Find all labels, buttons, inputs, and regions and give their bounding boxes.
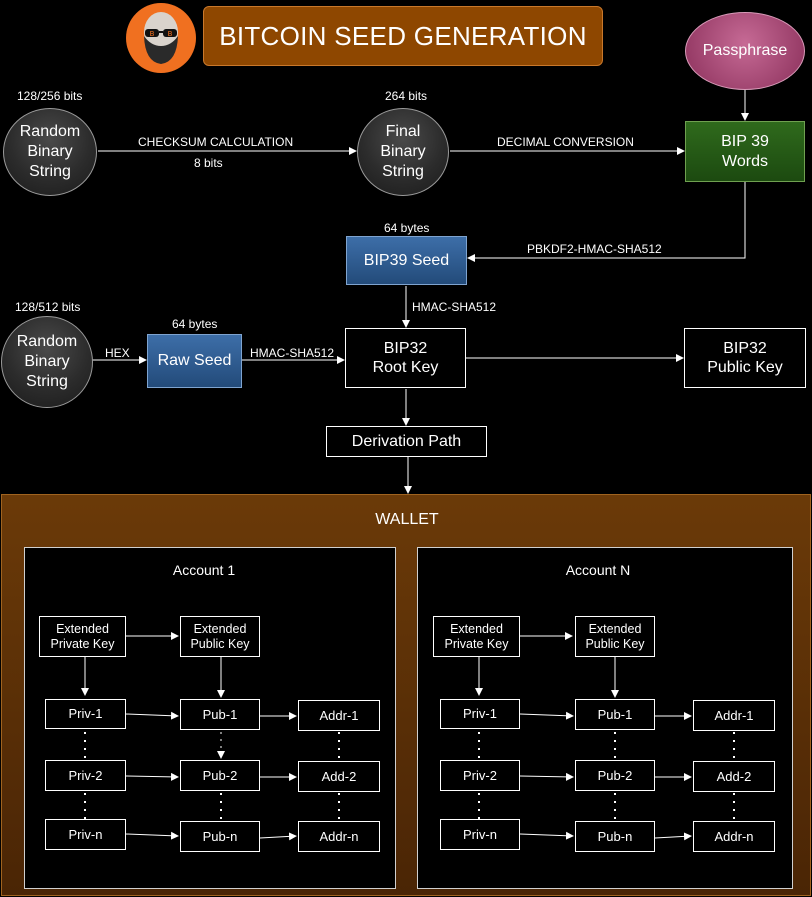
final-binary-string-label: Final Binary String [380, 123, 426, 180]
account-1-priv-n: Priv-n [45, 819, 126, 850]
bip39-seed-bytes: 64 bytes [384, 221, 430, 235]
account-panel-n: Account N Extended Private Key Extended … [417, 547, 793, 889]
pbkdf2-label: PBKDF2-HMAC-SHA512 [527, 242, 662, 256]
account-n-priv-n: Priv-n [440, 819, 520, 850]
passphrase-label: Passphrase [702, 42, 788, 59]
account-1-addr-2: Add-2 [298, 761, 380, 792]
account-1-pub-n: Pub-n [180, 821, 260, 852]
passphrase-node: Passphrase [685, 12, 805, 90]
account-1-title: Account 1 [172, 562, 236, 578]
account-1-priv-1: Priv-1 [45, 699, 126, 729]
decimal-conversion-label: DECIMAL CONVERSION [497, 135, 634, 149]
derivation-path-label: Derivation Path [351, 432, 462, 450]
arrow-pbkdf2 [467, 182, 746, 262]
raw-seed-label: Raw Seed [157, 352, 232, 370]
account-n-extended-public-key: Extended Public Key [575, 616, 655, 657]
random-binary-string-1-label: Random Binary String [19, 123, 81, 180]
random-binary-string-2-label: Random Binary String [16, 333, 78, 390]
account-1-addr-n: Addr-n [298, 821, 380, 852]
account-n-title: Account N [565, 562, 631, 578]
final-binary-string: Final Binary String [357, 108, 449, 196]
wallet-container: WALLET Account 1 [1, 494, 811, 896]
account-1-pub-2: Pub-2 [180, 760, 260, 791]
bald-bearded-man-with-sunglasses-avatar-icon: B B [126, 3, 196, 73]
account-1-extended-private-key: Extended Private Key [39, 616, 126, 657]
account-1-connectors [81, 632, 340, 841]
hmac-left-label: HMAC-SHA512 [250, 346, 335, 360]
account-1-pub-1: Pub-1 [180, 699, 260, 730]
hmac-top-label: HMAC-SHA512 [412, 300, 497, 314]
account-n-connectors [475, 632, 735, 841]
account-1-priv-2: Priv-2 [45, 760, 126, 791]
wallet-label: WALLET [375, 511, 439, 528]
bip39-words-node: BIP 39 Words [685, 121, 805, 182]
account-n-addr-1: Addr-1 [693, 700, 775, 731]
bip32-root-key-label: BIP32 Root Key [372, 339, 439, 376]
random-binary-1-bits: 128/256 bits [17, 89, 83, 103]
raw-seed-bytes: 64 bytes [172, 317, 218, 331]
bip32-public-key-node: BIP32 Public Key [684, 328, 806, 388]
account-n-priv-1: Priv-1 [440, 699, 520, 729]
bip32-root-key-node: BIP32 Root Key [345, 328, 466, 388]
account-n-pub-2: Pub-2 [575, 760, 655, 791]
final-binary-bits: 264 bits [385, 89, 428, 103]
random-binary-string-1: Random Binary String [3, 108, 97, 196]
account-n-addr-2: Add-2 [693, 761, 775, 792]
bip39-seed-label: BIP39 Seed [363, 251, 450, 269]
avatar: B B [125, 2, 197, 74]
page-title: BITCOIN SEED GENERATION [203, 6, 603, 66]
account-1-extended-public-key: Extended Public Key [180, 616, 260, 657]
account-n-pub-1: Pub-1 [575, 699, 655, 730]
random-binary-2-bits: 128/512 bits [15, 300, 81, 314]
account-n-priv-2: Priv-2 [440, 760, 520, 791]
account-panel-1: Account 1 Extended Private Key Extended … [24, 547, 396, 889]
account-n-addr-n: Addr-n [693, 821, 775, 852]
svg-text:B: B [150, 30, 155, 38]
random-binary-string-2: Random Binary String [1, 316, 93, 408]
derivation-path-node: Derivation Path [326, 426, 487, 457]
bip39-words-label: BIP 39 Words [721, 133, 769, 170]
svg-text:B: B [168, 30, 173, 38]
checksum-label: CHECKSUM CALCULATION [138, 135, 294, 149]
hex-label: HEX [105, 346, 130, 360]
account-n-pub-n: Pub-n [575, 821, 655, 852]
account-n-extended-private-key: Extended Private Key [433, 616, 520, 657]
raw-seed-node: Raw Seed [147, 334, 242, 388]
checksum-bits-label: 8 bits [194, 156, 223, 170]
account-1-addr-1: Addr-1 [298, 700, 380, 731]
bip39-seed-node: BIP39 Seed [346, 236, 467, 285]
bip32-public-key-label: BIP32 Public Key [707, 339, 783, 376]
